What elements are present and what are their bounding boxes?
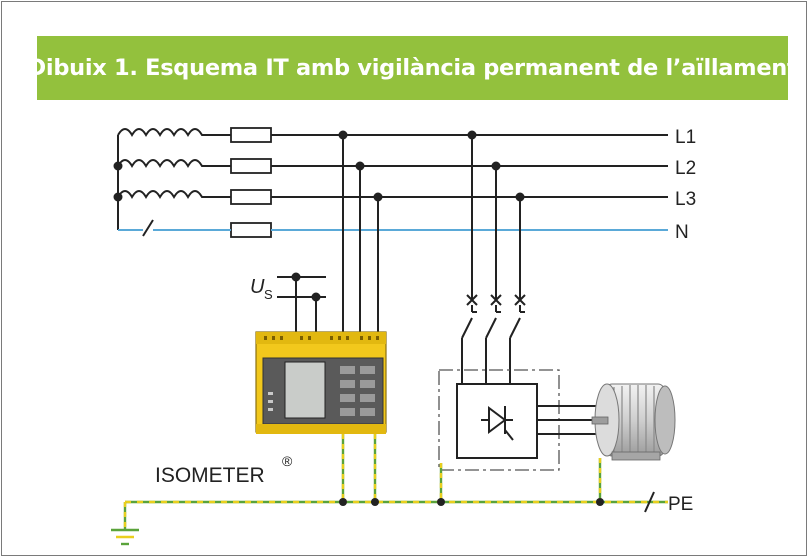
isometer-device (255, 331, 387, 434)
label-pe: PE (668, 494, 693, 515)
converter-feeds (467, 130, 525, 300)
fuse-l3 (230, 189, 272, 205)
label-l2: L2 (675, 158, 696, 179)
open-switch (142, 219, 154, 237)
coil-l1 (117, 128, 226, 137)
star-point (113, 135, 154, 237)
title-banner: Dibuix 1. Esquema IT amb vigilància perm… (28, 36, 798, 100)
fuse-l2 (230, 158, 272, 174)
motor-leads (537, 405, 600, 435)
supply-subscript: S (264, 287, 273, 302)
label-l1: L1 (675, 127, 696, 148)
bus-lines (226, 134, 668, 198)
figure-title: Dibuix 1. Esquema IT amb vigilància perm… (27, 55, 798, 81)
pe-leads (439, 458, 602, 502)
earth-icon (111, 528, 139, 546)
isometer-label: ISOMETER (155, 464, 265, 487)
fuse-l1 (230, 127, 272, 143)
device-earth-leads (341, 434, 377, 502)
label-l3: L3 (675, 189, 696, 210)
device-display (284, 361, 326, 419)
thyristor-converter (456, 383, 538, 459)
label-n: N (675, 222, 689, 243)
fuses (230, 127, 272, 238)
supply-label: U (250, 276, 265, 298)
isometer-registered-mark: ® (282, 453, 293, 469)
isometer-feeds (338, 130, 383, 335)
pe-tick (644, 491, 655, 513)
circuit-breakers (461, 294, 526, 384)
coil-l3 (117, 190, 226, 199)
supply-us (277, 272, 326, 335)
motor (591, 383, 676, 461)
fuse-n (230, 222, 272, 238)
coil-l2 (117, 159, 226, 168)
transformer-coils (117, 128, 226, 199)
pe-bus (123, 500, 668, 530)
pe-junctions (339, 498, 604, 506)
